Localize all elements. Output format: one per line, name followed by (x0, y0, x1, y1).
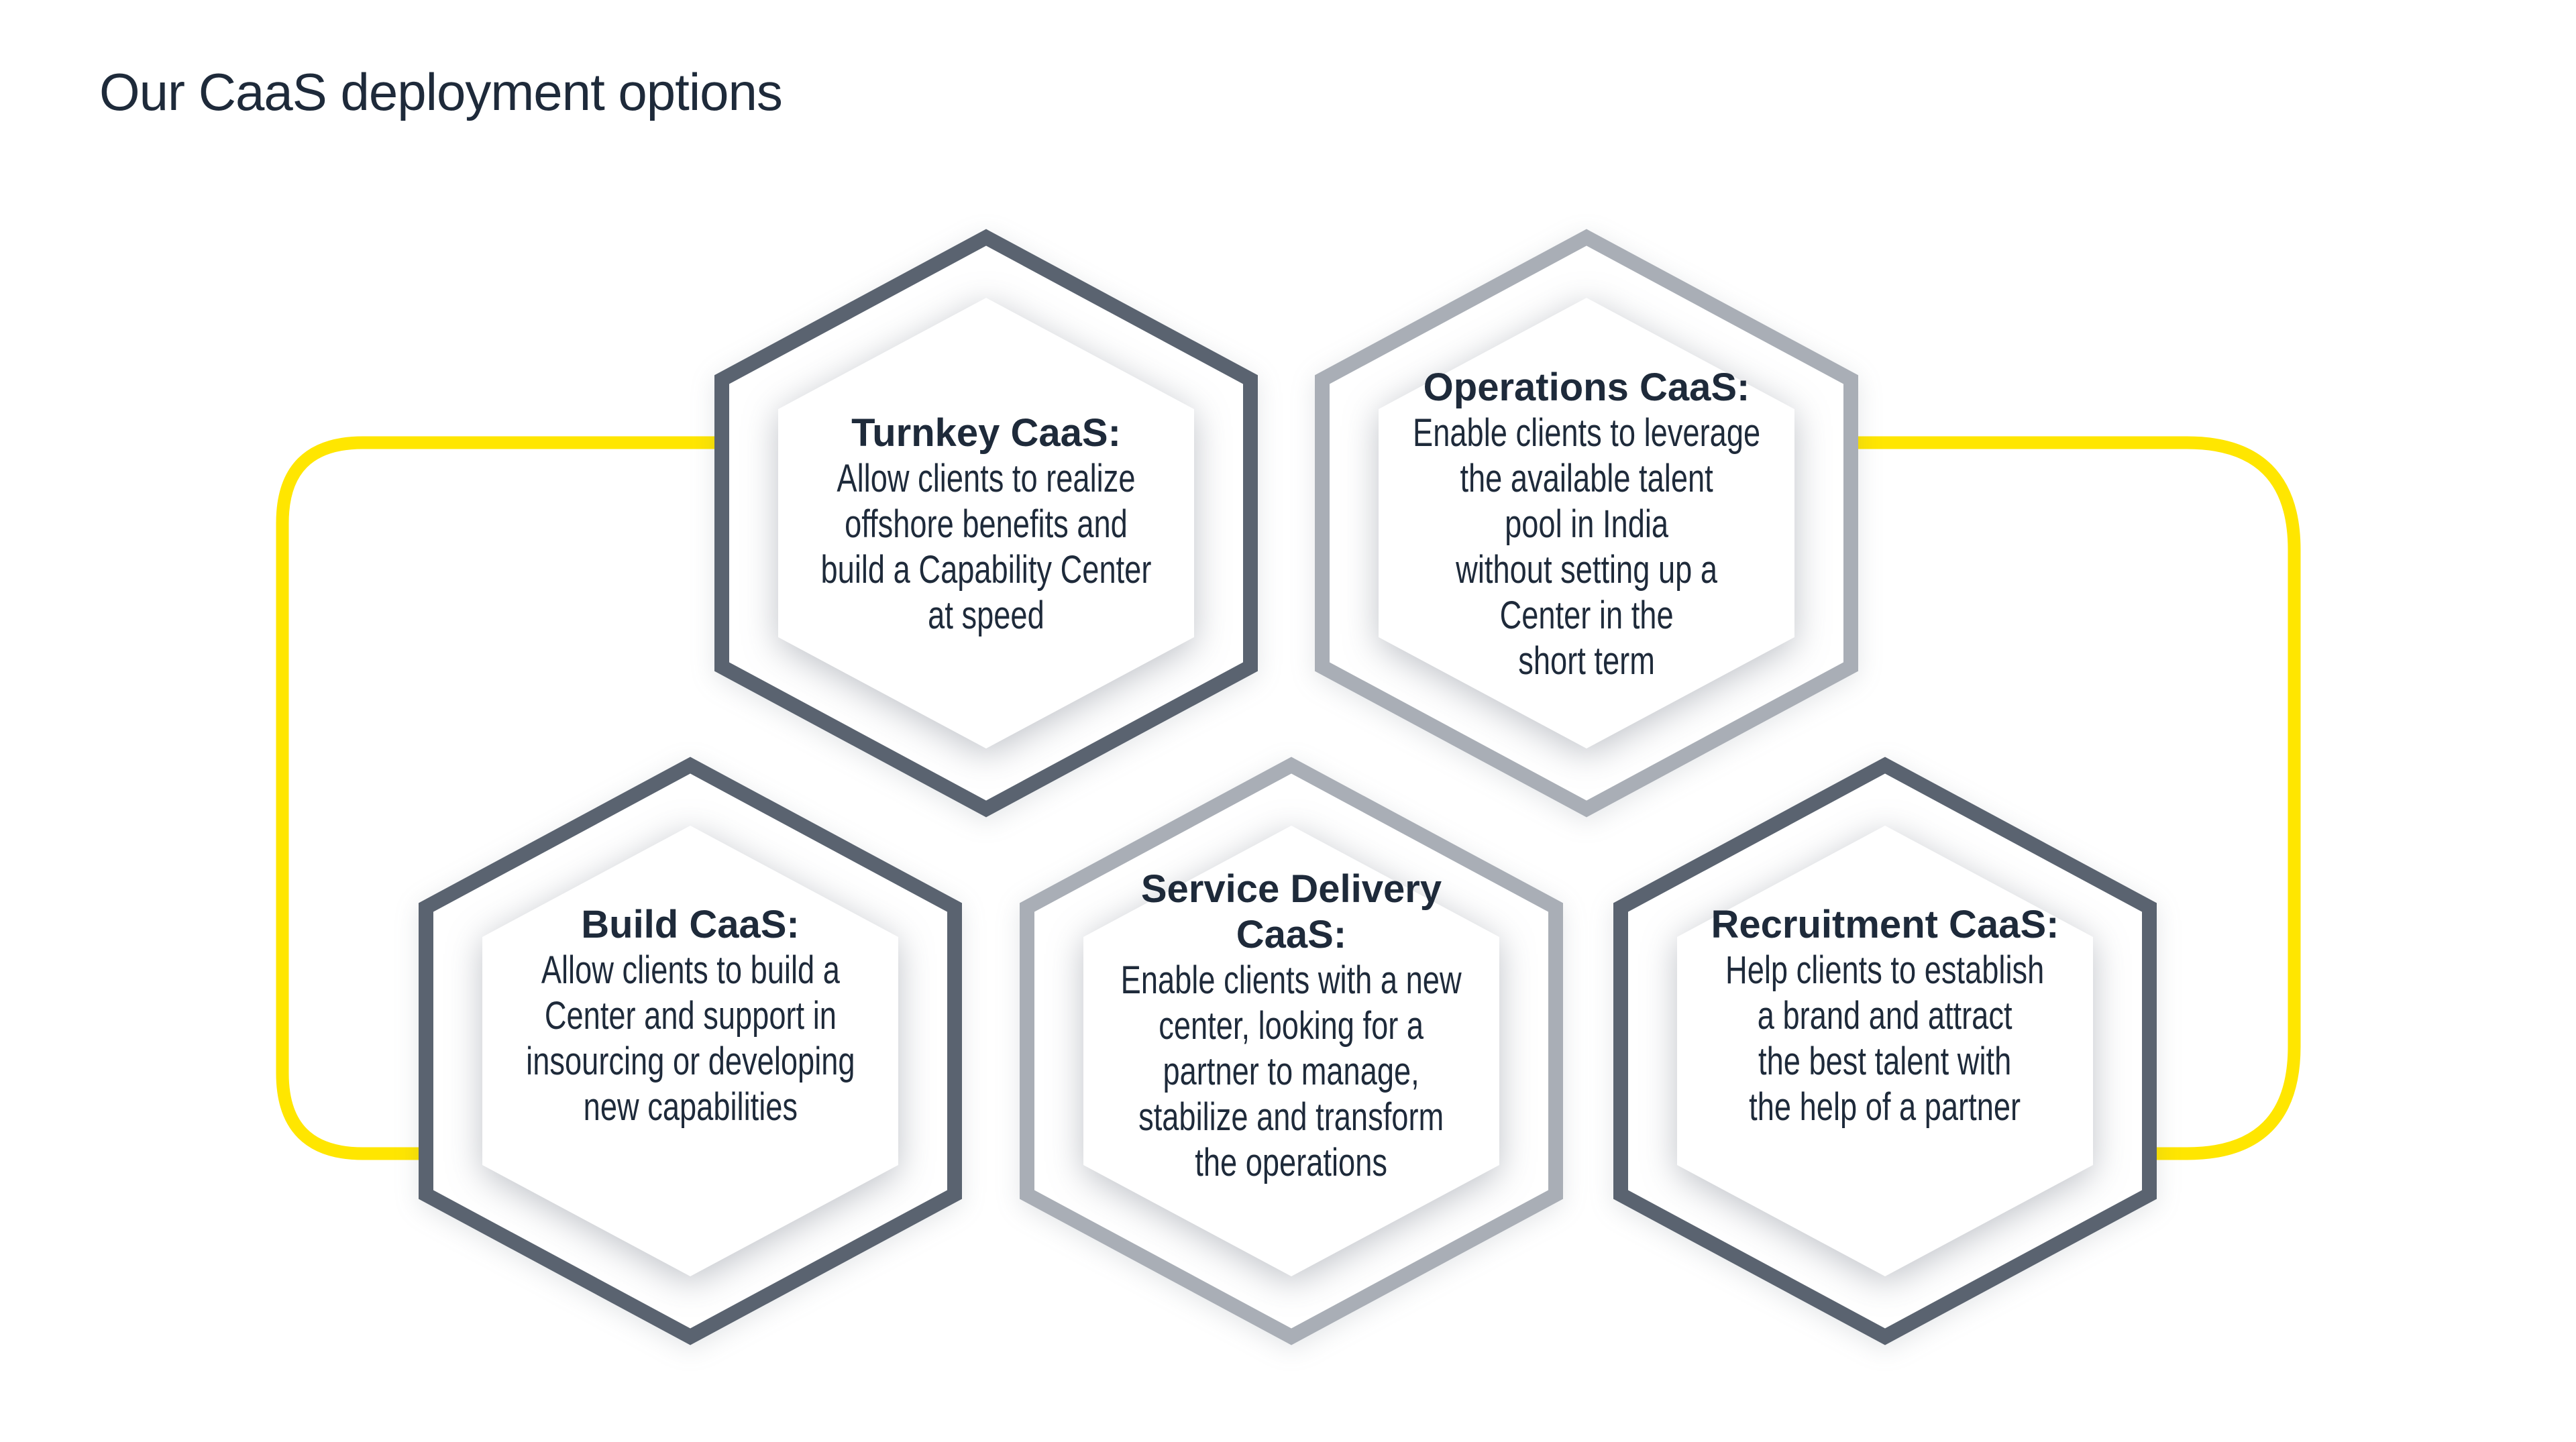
hexagon-turnkey-inner-card (778, 298, 1194, 748)
yellow-connector-left (276, 436, 986, 1160)
hexagon-build (419, 757, 962, 1345)
hexagon-operations (1315, 229, 1858, 818)
hexagon-turnkey (714, 229, 1258, 818)
hexagon-operations-inner-card (1379, 298, 1794, 748)
page-title: Our CaaS deployment options (99, 62, 783, 121)
yellow-connector-right (1587, 436, 2301, 1160)
hexagon-service-delivery (1020, 757, 1563, 1345)
hexagon-build-inner-card (482, 826, 898, 1276)
hexagon-recruitment (1613, 757, 2157, 1345)
hexagon-recruitment-inner-card (1677, 826, 2093, 1276)
hexagon-service-delivery-inner-card (1083, 826, 1499, 1276)
